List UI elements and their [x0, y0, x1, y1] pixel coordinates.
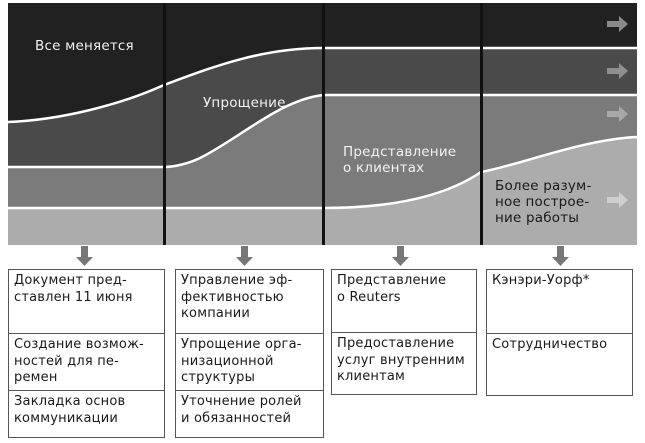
- cell-line: о Reuters: [337, 289, 401, 305]
- cell-line: Сотрудничество: [492, 337, 608, 352]
- cell-line: услуг внутренним: [337, 352, 465, 368]
- stage-divider: [163, 3, 166, 245]
- box-cell: Документ пред- ставлен 11 июня: [9, 270, 164, 333]
- right-arrow-icon: [607, 63, 628, 79]
- band-label-simplification: Упрощение: [203, 95, 286, 111]
- stage-flow-diagram: [8, 3, 637, 266]
- label-line: ние работы: [495, 210, 580, 226]
- band-label-smarter-work: Более разум- ное построе- ние работы: [495, 178, 592, 226]
- cell-line: и обязанностей: [181, 410, 292, 426]
- stage-box-1: Документ пред- ставлен 11 июня Создание …: [8, 269, 165, 438]
- box-cell: Предоставление услуг внутренним клиентам: [332, 332, 476, 394]
- cell-line: Кэнэри-Уорф*: [492, 273, 590, 288]
- box-cell: Создание возмож- ностей для пе- ремен: [9, 333, 164, 390]
- separator-line: [8, 93, 637, 169]
- cell-line: Закладка основ: [14, 394, 126, 409]
- stage-divider: [480, 3, 483, 245]
- box-cell: Сотрудничество: [487, 333, 632, 395]
- band-label-client-view: Представление о клиентах: [343, 144, 456, 176]
- label-line: ное построе-: [495, 194, 590, 210]
- down-arrow-icon: [552, 246, 569, 266]
- stage-box-4: Кэнэри-Уорф* Сотрудничество: [486, 269, 633, 396]
- band-label-change: Все меняется: [35, 38, 134, 54]
- box-cell: Кэнэри-Уорф*: [487, 270, 632, 333]
- cell-line: фективностью: [181, 289, 284, 305]
- cell-line: коммуникации: [14, 410, 119, 426]
- cell-line: низационной: [181, 353, 274, 369]
- label-line: Более разум-: [495, 178, 592, 194]
- cell-line: ремен: [14, 370, 58, 385]
- right-arrow-icon: [607, 192, 628, 208]
- box-cell: Упрощение орга- низационной структуры: [176, 333, 323, 390]
- cell-line: Представление: [337, 273, 447, 288]
- cell-line: Уточнение ролей: [181, 394, 302, 409]
- cell-line: Управление эф-: [181, 273, 293, 288]
- cell-line: Предоставление: [337, 336, 455, 351]
- cell-line: клиентам: [337, 369, 406, 384]
- box-cell: Представление о Reuters: [332, 270, 476, 332]
- box-cell: Уточнение ролей и обязанностей: [176, 390, 323, 437]
- cell-line: Упрощение орга-: [181, 337, 302, 352]
- right-arrow-icon: [607, 16, 628, 32]
- cell-line: Документ пред-: [14, 273, 127, 288]
- box-cell: Управление эф- фективностью компании: [176, 270, 323, 333]
- cell-line: ставлен 11 июня: [14, 289, 133, 305]
- down-arrow-icon: [76, 246, 93, 266]
- down-arrow-icon: [392, 246, 409, 266]
- label-line: Представление: [343, 144, 457, 160]
- stage-box-3: Представление о Reuters Предоставление у…: [331, 269, 477, 395]
- cell-line: ностей для пе-: [14, 353, 119, 369]
- cell-line: Создание возмож-: [14, 337, 144, 352]
- box-cell: Закладка основ коммуникации: [9, 390, 164, 437]
- right-arrow-icon: [607, 106, 628, 122]
- cell-line: структуры: [181, 370, 256, 385]
- cell-line: компании: [181, 306, 251, 321]
- stage-box-2: Управление эф- фективностью компании Упр…: [175, 269, 324, 438]
- down-arrow-icon: [236, 246, 253, 266]
- stage-divider: [322, 3, 325, 245]
- label-line: о клиентах: [343, 160, 425, 176]
